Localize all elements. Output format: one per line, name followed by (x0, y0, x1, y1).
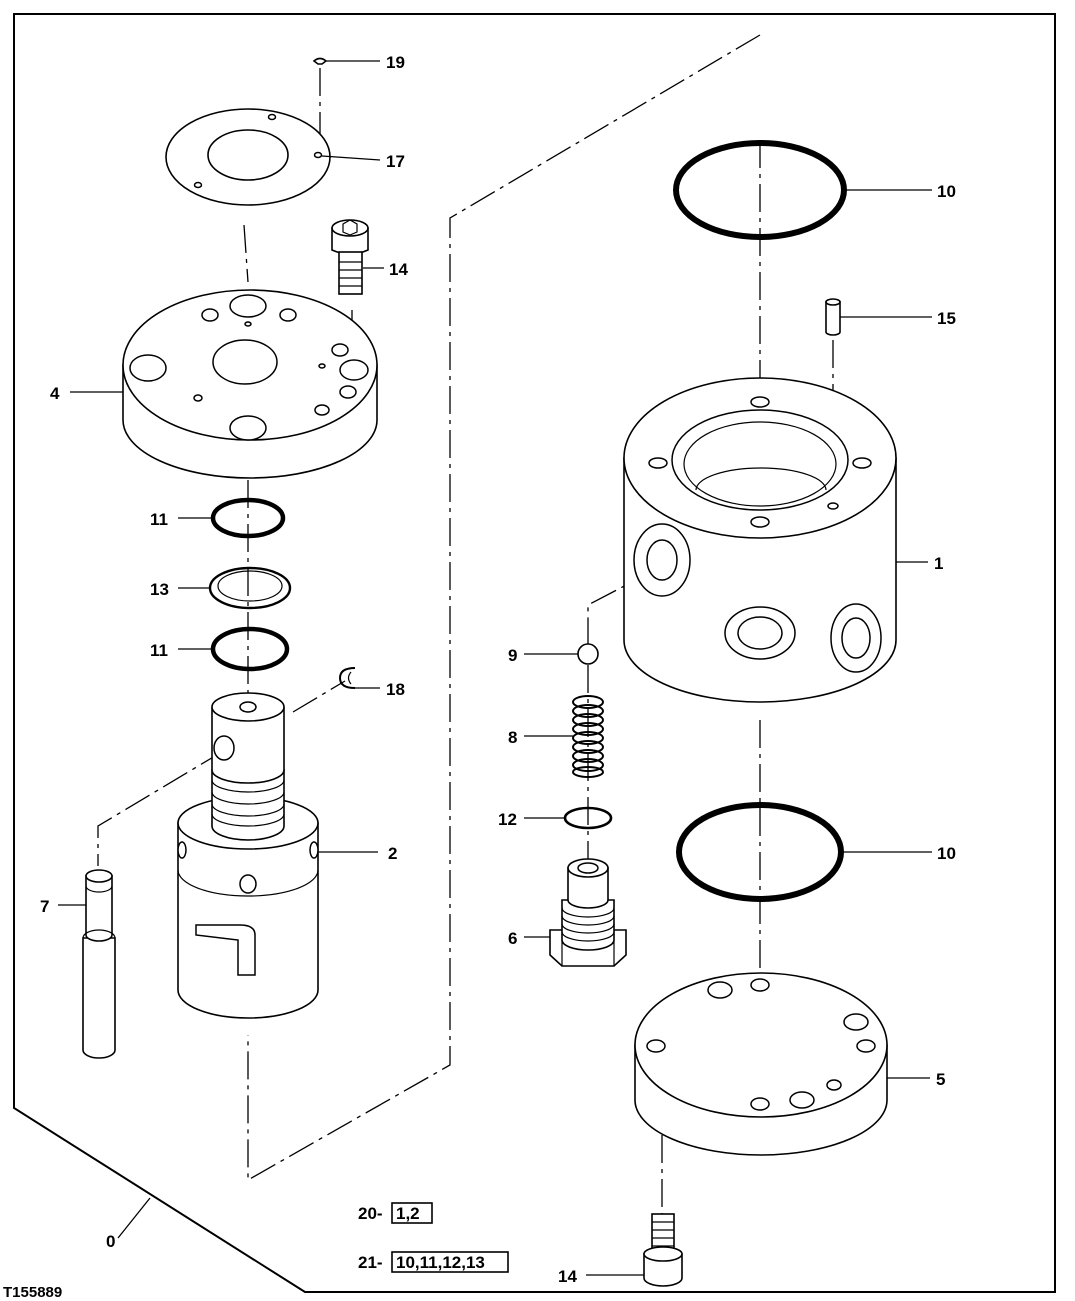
part-14-cap-screw-bottom (643, 1213, 683, 1287)
part-15-dowel-pin (825, 298, 841, 336)
callout-1: 1 (934, 554, 943, 573)
leader-0 (117, 1197, 151, 1239)
kit-20-number: 20- (358, 1204, 383, 1223)
callout-4: 4 (50, 384, 60, 403)
callout-2: 2 (388, 844, 397, 863)
part-5-end-cover (634, 972, 888, 1156)
callout-12: 12 (498, 810, 517, 829)
callout-5: 5 (936, 1070, 945, 1089)
callout-19: 19 (386, 53, 405, 72)
kit-21-number: 21- (358, 1253, 383, 1272)
part-4-cover (122, 289, 378, 479)
part-9-ball (577, 643, 599, 665)
callout-15: 15 (937, 309, 956, 328)
kit-21-box (391, 1251, 509, 1273)
part-8-spring (572, 695, 604, 778)
part-6-plug (549, 858, 627, 967)
callout-14-top: 14 (389, 260, 408, 279)
part-14-cap-screw-top (331, 219, 369, 295)
part-7-pin (82, 869, 116, 1059)
part-19-rivet (312, 57, 328, 65)
callout-13: 13 (150, 580, 169, 599)
exploded-centerline (247, 34, 761, 1182)
kit-20-parts: 1,2 (396, 1204, 420, 1223)
centerline-top-left (243, 224, 249, 283)
callout-11-lower: 11 (150, 641, 168, 660)
callout-8: 8 (508, 728, 517, 747)
kit-reference-21: 21- 10,11,12,13 (358, 1251, 509, 1273)
callout-11-upper: 11 (150, 510, 168, 529)
callout-0: 0 (106, 1232, 115, 1251)
part-2-spool (177, 692, 319, 1019)
kit-20-box (391, 1202, 433, 1224)
centerline-clip-18 (292, 680, 346, 713)
kit-21-parts: 10,11,12,13 (396, 1253, 485, 1272)
callout-7: 7 (40, 897, 49, 916)
part-13-backup-ring (208, 566, 292, 610)
callout-17: 17 (386, 152, 405, 171)
callout-9: 9 (508, 646, 517, 665)
part-11-o-ring-lower (210, 626, 290, 672)
leader-17 (321, 155, 381, 161)
centerline-pin-7 (97, 749, 226, 866)
part-17-gasket-plate (165, 108, 331, 206)
kit-reference-20: 20- 1,2 (358, 1202, 433, 1224)
callout-6: 6 (508, 929, 517, 948)
figure-id: T155889 (3, 1284, 62, 1301)
callout-10-lower: 10 (937, 844, 956, 863)
callout-18: 18 (386, 680, 405, 699)
part-18-retaining-clip (338, 667, 356, 689)
assembly-frame (13, 13, 1056, 1293)
callout-10-upper: 10 (937, 182, 956, 201)
part-1-housing (623, 377, 897, 703)
callout-14-bottom: 14 (558, 1267, 577, 1286)
